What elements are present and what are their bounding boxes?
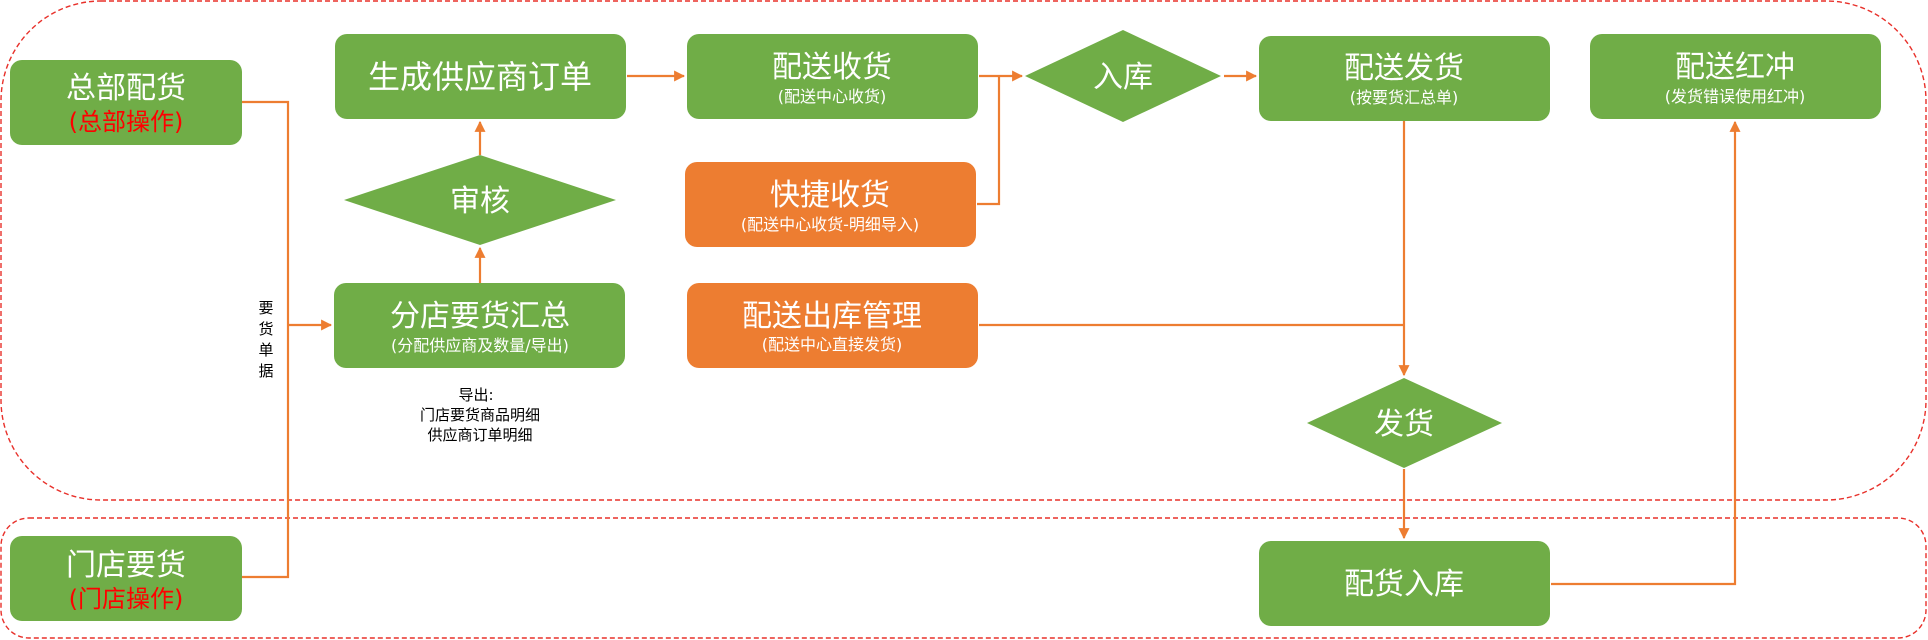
edge-label-char: 据 [258,362,273,380]
node-stock-in[interactable]: 入库 [1025,30,1221,122]
node-title: 配送发货 [1344,51,1464,86]
node-box [687,283,978,368]
edge-label-char: 单 [258,341,273,359]
node-ship[interactable]: 发货 [1307,378,1502,468]
export-note-heading: 导出: [458,386,493,404]
node-title: 快捷收货 [770,178,890,213]
node-title: 生成供应商订单 [368,58,592,96]
node-box [334,283,625,368]
connector-request-trunk [242,100,290,579]
export-note: 导出: 门店要货商品明细 供应商订单明细 [420,386,540,444]
decision-diamond [1025,30,1221,122]
node-title: 配送出库管理 [742,299,922,334]
node-title: 配货入库 [1344,567,1464,602]
connector-stockin-to-reversal [1551,120,1741,586]
node-dc-reversal[interactable]: 配送红冲 (发货错误使用红冲) [1590,34,1881,119]
node-subtitle: (配送中心直接发货) [762,335,903,354]
edge-label-char: 要 [258,299,273,317]
connector-quick-receive-to-stockin [977,76,1001,206]
store-zone-border [0,517,1927,639]
node-dc-receive[interactable]: 配送收货 (配送中心收货) [687,34,978,119]
node-quick-receive[interactable]: 快捷收货 (配送中心收货-明细导入) [685,162,976,247]
node-dc-ship[interactable]: 配送发货 (按要货汇总单) [1259,36,1550,121]
node-title: 总部配货 [66,71,186,106]
node-receive-stock-in[interactable]: 配货入库 [1259,541,1550,626]
node-store-request[interactable]: 门店要货 (门店操作) [10,536,242,621]
node-hq-allocation[interactable]: 总部配货 (总部操作) [10,60,242,145]
node-box [10,536,242,621]
node-box [1259,36,1550,121]
node-title: 门店要货 [66,548,186,583]
node-dc-outbound[interactable]: 配送出库管理 (配送中心直接发货) [687,283,978,368]
node-subtitle: (发货错误使用红冲) [1665,87,1806,106]
node-box [1259,541,1550,626]
node-subtitle: (分配供应商及数量/导出) [391,336,569,355]
node-box [687,34,978,119]
node-subtitle: (总部操作) [69,108,184,136]
node-subtitle: (门店操作) [69,585,184,613]
connectors [242,70,1741,586]
node-subtitle: (配送中心收货) [778,87,887,106]
export-note-line: 供应商订单明细 [427,426,532,444]
node-box [685,162,976,247]
decision-diamond [344,155,616,245]
node-title: 配送收货 [772,50,892,85]
node-subtitle: (配送中心收货-明细导入) [741,215,919,234]
edge-label-request-docs: 要 货 单 据 [258,299,273,380]
hq-zone-border [0,0,1927,501]
node-box [10,60,242,145]
node-title: 发货 [1374,407,1434,442]
export-note-line: 门店要货商品明细 [420,406,540,424]
node-generate-po[interactable]: 生成供应商订单 [335,34,626,119]
decision-diamond [1307,378,1502,468]
node-branch-summary[interactable]: 分店要货汇总 (分配供应商及数量/导出) [334,283,625,368]
node-audit[interactable]: 审核 [344,155,616,245]
node-title: 审核 [450,184,510,219]
node-title: 分店要货汇总 [390,299,570,334]
edge-label-char: 货 [258,320,273,338]
node-box [335,34,626,119]
node-title: 配送红冲 [1675,50,1795,85]
node-box [1590,34,1881,119]
node-subtitle: (按要货汇总单) [1350,88,1459,107]
node-title: 入库 [1093,60,1153,95]
